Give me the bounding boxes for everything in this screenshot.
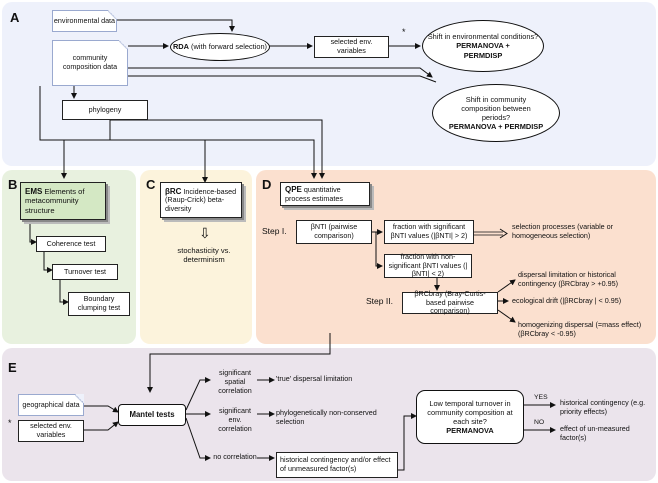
panel-label-c: C [146,177,156,192]
phylogeny-label: phylogeny [88,104,122,114]
panel-label-b: B [8,177,18,192]
e-selected-env-box: selected env. variables [18,420,84,442]
qpe-bold: QPE [285,184,302,194]
low-turnover-box: Low temporal turnover in community compo… [416,390,524,444]
rda-rest: (with forward selection) [191,42,268,52]
brc-rest: Incidence-based (Raup-Crick) beta-divers… [165,186,237,213]
turnover-test-box: Turnover test [52,264,118,280]
outcome-ecological-drift: ecological drift (|βRCbray | < 0.95) [512,296,622,305]
low-turnover-question: Low temporal turnover in community compo… [427,398,513,427]
qpe-box: QPE quantitative process estimates [280,182,370,206]
e-asterisk: * [8,418,12,428]
corr-none: no correlation [213,452,257,461]
no-label: NO [534,419,545,426]
historical-contingency-box: historical contingency and/or effect of … [276,452,398,478]
c-result: stochasticity vs. determinism [177,246,231,265]
ems-bold: EMS [25,186,43,196]
rda-ellipse: RDA (with forward selection) [170,33,270,61]
e-selected-env-label: selected env. variables [30,421,72,439]
coherence-label: Coherence test [46,238,96,248]
brc-bray-box: βRCbray (Bray-Curtis-based pairwise comp… [402,289,498,316]
result-dispersal-limitation: 'true' dispersal limitation [276,374,353,383]
step-2-label: Step II. [366,296,393,306]
shift-comm-question: Shift in community composition between p… [461,94,531,123]
result-non-conserved-selection: phylogenetically non-conserved selection [276,408,377,426]
corr-env: significant env. correlation [218,406,252,433]
ems-rest: Elements of metacommunity structure [25,186,85,215]
geographical-data-doc: geographical data [18,394,84,416]
nonsig-bnti-box: fraction with non-significant βNTI value… [384,252,472,279]
c-down-arrow-icon: ⇩ [199,225,211,241]
shift-env-question: Shift in environmental conditions? [427,32,539,42]
corr-spatial: significant spatial correlation [218,368,252,395]
no-result: effect of un-measured factor(s) [560,424,630,442]
brc-bold: βRC [165,186,182,196]
turnover-label: Turnover test [63,266,107,276]
mantel-label: Mantel tests [129,410,175,420]
rda-bold: RDA [172,42,189,52]
community-composition-label: community composition data [62,53,118,71]
shift-comm-ellipse: Shift in community composition between p… [432,84,560,142]
yes-result: historical contingency (e.g. priority ef… [560,398,646,416]
environmental-data-doc: environmental data [52,10,117,32]
selected-env-label: selected env. variables [330,37,373,55]
hist-contingency-label: historical contingency and/or effect of … [280,455,391,473]
low-turnover-method: PERMANOVA [446,426,494,436]
yes-label: YES [534,394,548,401]
shift-env-ellipse: Shift in environmental conditions? PERMA… [422,20,544,72]
shift-env-method: PERMANOVA + PERMDISP [456,41,510,60]
step-1-label: Step I. [262,226,287,236]
shift-comm-method: PERMANOVA + PERMDISP [448,122,544,132]
brc-bray-label: βRCbray (Bray-Curtis-based pairwise comp… [414,289,486,316]
outcome-dispersal-limitation: dispersal limitation or historical conti… [518,270,619,288]
nonsig-bnti-label: fraction with non-significant βNTI value… [388,252,468,279]
sig-bnti-box: fraction with significant βNTI values (|… [384,220,474,244]
brc-box: βRC Incidence-based (Raup-Crick) beta-di… [160,182,242,218]
community-composition-doc: community composition data [52,40,128,86]
coherence-test-box: Coherence test [36,236,106,252]
outcome-homogenizing-dispersal: homogenizing dispersal (=mass effect) (β… [518,320,642,338]
phylogeny-box: phylogeny [62,100,148,120]
selection-processes: selection processes (variable or homogen… [512,222,614,240]
panel-label-e: E [8,360,17,375]
boundary-label: Boundary clumping test [77,294,121,312]
panel-label-a: A [10,10,20,25]
ems-box: EMS Elements of metacommunity structure [20,182,106,220]
mantel-tests-box: Mantel tests [118,404,186,426]
qpe-rest: quantitative process estimates [285,184,343,203]
bnti-box: βNTI (pairwise comparison) [296,220,372,244]
selected-env-box: selected env. variables [314,36,389,58]
selected-env-asterisk: * [402,27,406,37]
panel-label-d: D [262,177,272,192]
sig-bnti-label: fraction with significant βNTI values (|… [390,222,468,240]
boundary-clumping-box: Boundary clumping test [68,292,130,316]
bnti-label: βNTI (pairwise comparison) [310,222,358,240]
environmental-data-label: environmental data [53,15,116,25]
geo-label: geographical data [22,399,80,409]
